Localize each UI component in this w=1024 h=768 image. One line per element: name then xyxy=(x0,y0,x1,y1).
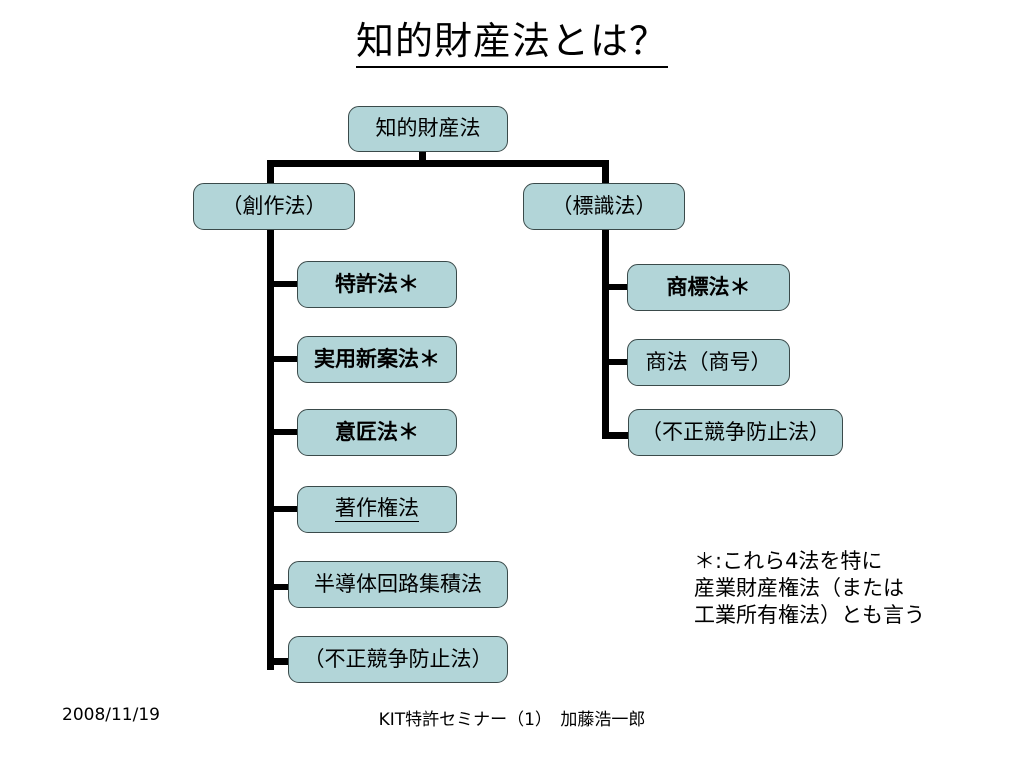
connector-left-spur-3 xyxy=(267,429,301,435)
connector-right-trunk xyxy=(602,222,609,439)
node-branch-creation[interactable]: （創作法） xyxy=(193,183,355,230)
node-copyright-law[interactable]: 著作権法 xyxy=(297,486,457,533)
node-branch-mark-label: （標識法） xyxy=(551,193,657,218)
node-trademark-law-label: 商標法＊ xyxy=(666,274,751,299)
node-unfair-competition-law-right-label: （不正競争防止法） xyxy=(641,419,830,444)
connector-left-spur-2 xyxy=(267,356,301,362)
connector-right-spur-1 xyxy=(602,284,632,290)
connector-left-spur-4 xyxy=(267,506,301,512)
node-copyright-law-label: 著作権法 xyxy=(335,496,419,523)
node-commercial-code-tradename[interactable]: 商法（商号） xyxy=(627,339,790,386)
page-title: 知的財産法とは？ xyxy=(0,18,1024,68)
node-utility-model-law[interactable]: 実用新案法＊ xyxy=(297,336,457,383)
connector-left-branch-drop xyxy=(267,160,274,190)
node-unfair-competition-law-left[interactable]: （不正競争防止法） xyxy=(288,636,508,683)
node-patent-law[interactable]: 特許法＊ xyxy=(297,261,457,308)
connector-root-horizontal xyxy=(267,160,609,167)
footer-date: 2008/11/19 xyxy=(62,705,160,725)
node-unfair-competition-law-left-label: （不正競争防止法） xyxy=(303,646,493,671)
footnote-text: ＊:これら4法を特に 産業財産権法（または 工業所有権法）とも言う xyxy=(694,549,925,627)
node-semiconductor-layout-law-label: 半導体回路集積法 xyxy=(314,571,482,596)
node-utility-model-law-label: 実用新案法＊ xyxy=(314,346,440,371)
connector-right-spur-2 xyxy=(602,359,632,365)
connector-left-spur-5 xyxy=(267,584,292,590)
connector-left-trunk xyxy=(267,222,274,670)
node-commercial-code-tradename-label: 商法（商号） xyxy=(645,349,772,374)
node-branch-mark[interactable]: （標識法） xyxy=(523,183,685,230)
node-root[interactable]: 知的財産法 xyxy=(348,106,508,152)
connector-right-branch-drop xyxy=(602,160,609,190)
node-semiconductor-layout-law[interactable]: 半導体回路集積法 xyxy=(288,561,508,608)
footer-title: KIT特許セミナー（1） 加藤浩一郎 xyxy=(378,710,646,730)
node-design-law-label: 意匠法＊ xyxy=(335,419,419,444)
node-trademark-law[interactable]: 商標法＊ xyxy=(627,264,790,311)
node-root-label: 知的財産法 xyxy=(375,116,481,141)
node-branch-creation-label: （創作法） xyxy=(221,193,327,218)
node-unfair-competition-law-right[interactable]: （不正競争防止法） xyxy=(628,409,843,456)
connector-right-spur-3 xyxy=(602,432,632,439)
connector-root-stem xyxy=(419,152,426,167)
node-design-law[interactable]: 意匠法＊ xyxy=(297,409,457,456)
connector-left-spur-6 xyxy=(267,658,292,665)
connector-left-spur-1 xyxy=(267,281,301,287)
page-title-text: 知的財産法とは？ xyxy=(355,19,668,68)
node-patent-law-label: 特許法＊ xyxy=(335,271,419,296)
